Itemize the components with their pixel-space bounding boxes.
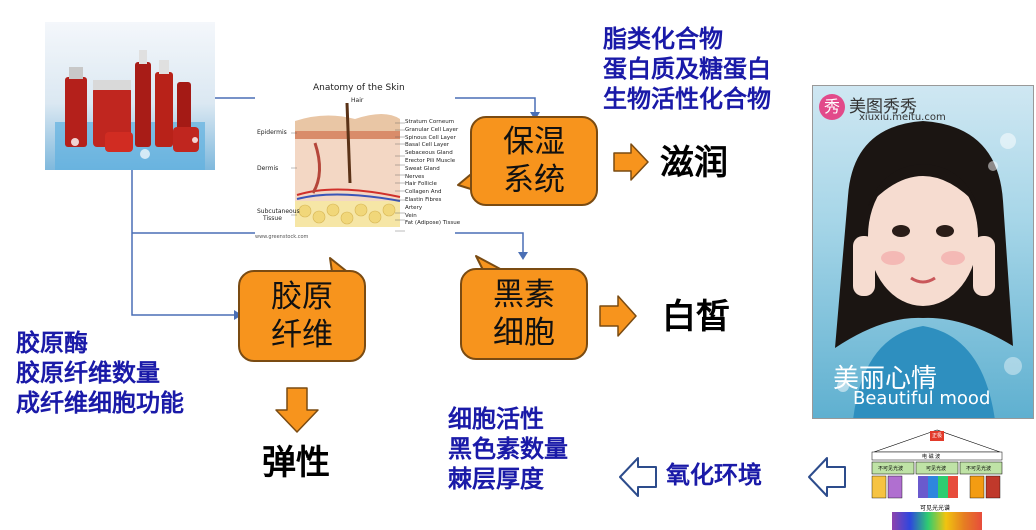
skin-label-hair: Hair (351, 97, 364, 104)
note-item: 脂类化合物 (603, 25, 723, 53)
skin-label: Granular Cell Layer (405, 126, 459, 133)
skin-anatomy-diagram: Anatomy of the Skin Hair Epidermis Dermi… (255, 83, 460, 243)
skin-layers-illustration (291, 102, 405, 232)
skin-label: Vein (405, 212, 417, 219)
portrait-watermark-url: xiuxiu.meitu.com (859, 112, 946, 123)
note-item: 黑色素数量 (448, 435, 568, 463)
portrait-caption-en: Beautiful mood (853, 388, 991, 409)
notes-moisture: 脂类化合物 蛋白质及糖蛋白 生物活性化合物 (603, 24, 771, 114)
skin-label-epidermis: Epidermis (257, 129, 287, 136)
outcome-whitening: 白皙 (662, 297, 730, 337)
skin-label-tissue: Tissue (263, 215, 282, 222)
notes-melanin: 细胞活性 黑色素数量 棘层厚度 (448, 404, 568, 494)
portrait-watermark-badge: 秀 (819, 94, 845, 120)
note-item: 成纤维细胞功能 (16, 389, 184, 417)
arrow-left-spectrum (808, 457, 846, 497)
spectrum-right-box: 不可见光波 (966, 466, 992, 472)
spectrum-top-label: 正极 (932, 433, 943, 439)
skin-label: Elastin Fibres (405, 196, 442, 203)
bubble-melanin-line1: 黑素 (493, 277, 555, 313)
product-bottles-illustration (55, 50, 205, 170)
portrait-photo: 秀 美图秀秀 xiuxiu.meitu.com 美丽心情 Beautiful m… (812, 85, 1034, 419)
note-oxidation-environment: 氧化环境 (666, 461, 762, 489)
skin-label: Sebaceous Gland (405, 150, 453, 157)
bubble-collagen-fiber: 胶原 纤维 (238, 270, 366, 362)
skin-label: Sweat Gland (405, 165, 440, 172)
skin-label: Spinous Cell Layer (405, 134, 456, 141)
skin-label: Stratum Corneum (405, 119, 455, 125)
arrow-down-elasticity (275, 387, 319, 433)
note-item: 生物活性化合物 (603, 85, 771, 113)
note-item: 蛋白质及糖蛋白 (603, 55, 771, 83)
arrow-left-oxidation (619, 457, 657, 497)
note-item: 细胞活性 (448, 405, 544, 433)
bubble-melanocyte: 黑素 细胞 (460, 268, 588, 360)
spectrum-center-box: 可见光波 (926, 466, 947, 472)
bubble-moisture-line2: 系统 (503, 162, 565, 198)
bubble-collagen-line2: 纤维 (271, 317, 333, 353)
arrow-right-moisture (613, 143, 649, 181)
spectrum-left-box: 不可见光波 (878, 466, 904, 472)
skin-label: Hair Follicle (405, 181, 437, 188)
skin-label: Fat (Adipose) Tissue (405, 220, 461, 227)
skin-diagram-footer: www.greenstock.com (255, 234, 309, 240)
arrow-right-whitening (599, 295, 637, 337)
note-item: 胶原酶 (16, 329, 88, 357)
bubble-melanin-line2: 细胞 (493, 315, 555, 351)
skin-label: Artery (405, 204, 423, 211)
product-photo (45, 22, 215, 170)
spectrum-mid-label: 电 磁 波 (922, 454, 941, 460)
skin-label: Collagen And (405, 189, 442, 196)
skin-label-subcutaneous: Subcutaneous (257, 208, 300, 215)
spectrum-bottom-label: 可见光光谱 (920, 505, 951, 512)
spectrum-chart-graphic (871, 429, 1003, 530)
note-item: 棘层厚度 (448, 465, 544, 493)
note-item: 胶原纤维数量 (16, 359, 160, 387)
portrait-watermark-cn: 美图秀秀 (849, 97, 917, 117)
skin-label: Erector Pili Muscle (405, 157, 456, 164)
bubble-moisture-line1: 保湿 (503, 124, 565, 160)
skin-diagram-title: Anatomy of the Skin (313, 83, 405, 93)
skin-label: Basal Cell Layer (405, 142, 450, 149)
spectrum-chart: 正极 电 磁 波 不可见光波 可见光波 不可见光波 可见光光谱 (866, 428, 1008, 530)
skin-label-dermis: Dermis (257, 165, 279, 172)
bubble-moisture-system: 保湿 系统 (470, 116, 598, 206)
skin-label: Nerves (405, 173, 425, 180)
bubble-collagen-line1: 胶原 (271, 279, 333, 315)
outcome-moisturizing: 滋润 (660, 143, 728, 183)
notes-collagen: 胶原酶 胶原纤维数量 成纤维细胞功能 (16, 328, 184, 418)
portrait-illustration (835, 121, 1022, 418)
skin-right-labels: Stratum Corneum Granular Cell Layer Spin… (405, 119, 460, 228)
outcome-elasticity: 弹性 (262, 443, 330, 483)
portrait-caption-cn: 美丽心情 (833, 364, 938, 394)
